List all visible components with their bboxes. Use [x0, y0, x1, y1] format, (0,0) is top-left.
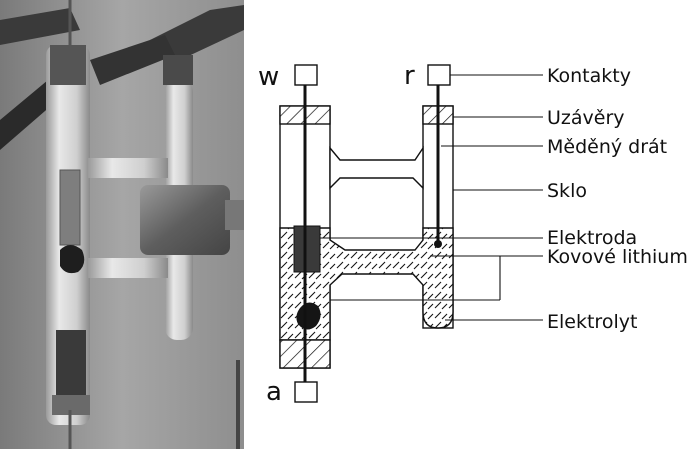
- terminal-a: [294, 381, 318, 403]
- lithium-blob: [296, 302, 321, 330]
- cell-schematic: w r a Kontakty Uzávěry Měděný drát Sklo …: [258, 61, 687, 407]
- label-uzavery: Uzávěry: [547, 107, 625, 129]
- label-elektroda: Elektroda: [547, 227, 637, 249]
- terminal-w: [294, 64, 318, 86]
- electrode-block: [293, 225, 321, 273]
- photo-clamp: [140, 185, 230, 255]
- terminal-r: [427, 64, 451, 86]
- leader-lines: [320, 74, 543, 321]
- upper-bridge: [329, 145, 424, 190]
- cell-photo: [0, 0, 244, 449]
- label-medeny-drat: Měděný drát: [547, 136, 667, 158]
- electrolyte-fill: [279, 227, 454, 341]
- terminal-label-w: w: [258, 62, 279, 92]
- label-kontakty: Kontakty: [547, 65, 631, 87]
- terminal-label-r: r: [404, 61, 415, 91]
- label-elektrolyt: Elektrolyt: [547, 311, 637, 333]
- label-kovove-lithium: Kovové lithium: [547, 246, 687, 268]
- label-sklo: Sklo: [547, 180, 587, 202]
- terminal-label-a: a: [266, 377, 282, 407]
